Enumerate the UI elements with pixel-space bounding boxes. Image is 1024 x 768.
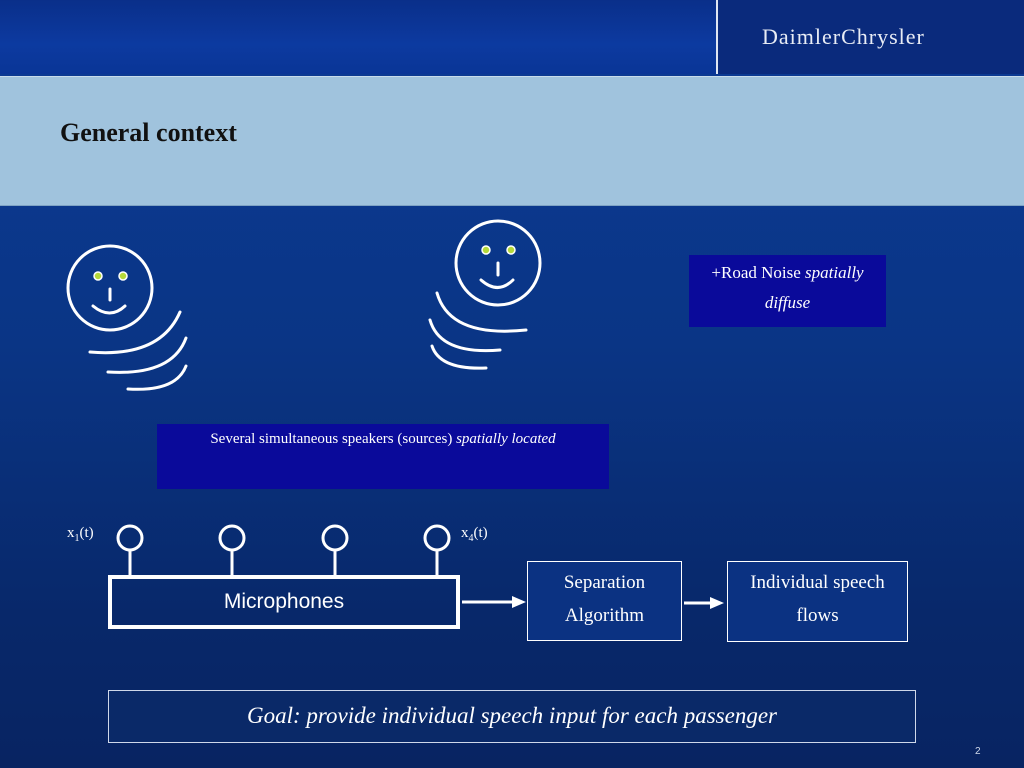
goal-box: Goal: provide individual speech input fo… (108, 690, 916, 743)
header-divider (716, 0, 718, 74)
speaker-face-center (454, 219, 542, 307)
eye-icon (506, 245, 516, 255)
flows-line-1: Individual speech (750, 572, 885, 593)
speaker-face-left (66, 244, 154, 332)
speakers-emphasis: spatially located (456, 431, 556, 447)
road-noise-emphasis-1: spatially (805, 263, 864, 282)
eye-icon (481, 245, 491, 255)
mic-label-first: x1(t) (67, 525, 94, 544)
speech-flows-box: Individual speech flows (727, 561, 908, 642)
top-bar (0, 0, 1024, 74)
road-noise-box: +Road Noise spatially diffuse (689, 255, 886, 327)
sound-waves-left (88, 310, 188, 391)
road-noise-emphasis-2: diffuse (764, 293, 811, 312)
page-number: 2 (975, 746, 981, 757)
slide-title: General context (60, 118, 237, 147)
road-noise-text: +Road Noise (711, 263, 801, 282)
separation-line-2: Algorithm (564, 605, 645, 626)
mic-label-last: x4(t) (461, 525, 488, 544)
microphones-box: Microphones (108, 575, 460, 629)
daimlerchrysler-logo: DaimlerChrysler (762, 24, 925, 49)
title-band (0, 76, 1024, 206)
arrow-mic-to-separation (462, 596, 526, 608)
separation-line-1: Separation (563, 572, 646, 593)
arrow-separation-to-flows (684, 597, 724, 609)
eye-icon (93, 271, 103, 281)
flows-line-2: flows (796, 605, 839, 626)
speakers-text: Several simultaneous speakers (sources) (210, 431, 453, 447)
sound-waves-center (428, 291, 528, 370)
logo-panel (718, 0, 1024, 74)
speakers-box: Several simultaneous speakers (sources) … (157, 424, 609, 489)
eye-icon (118, 271, 128, 281)
microphone-array (116, 524, 451, 576)
separation-algorithm-box: Separation Algorithm (527, 561, 682, 641)
